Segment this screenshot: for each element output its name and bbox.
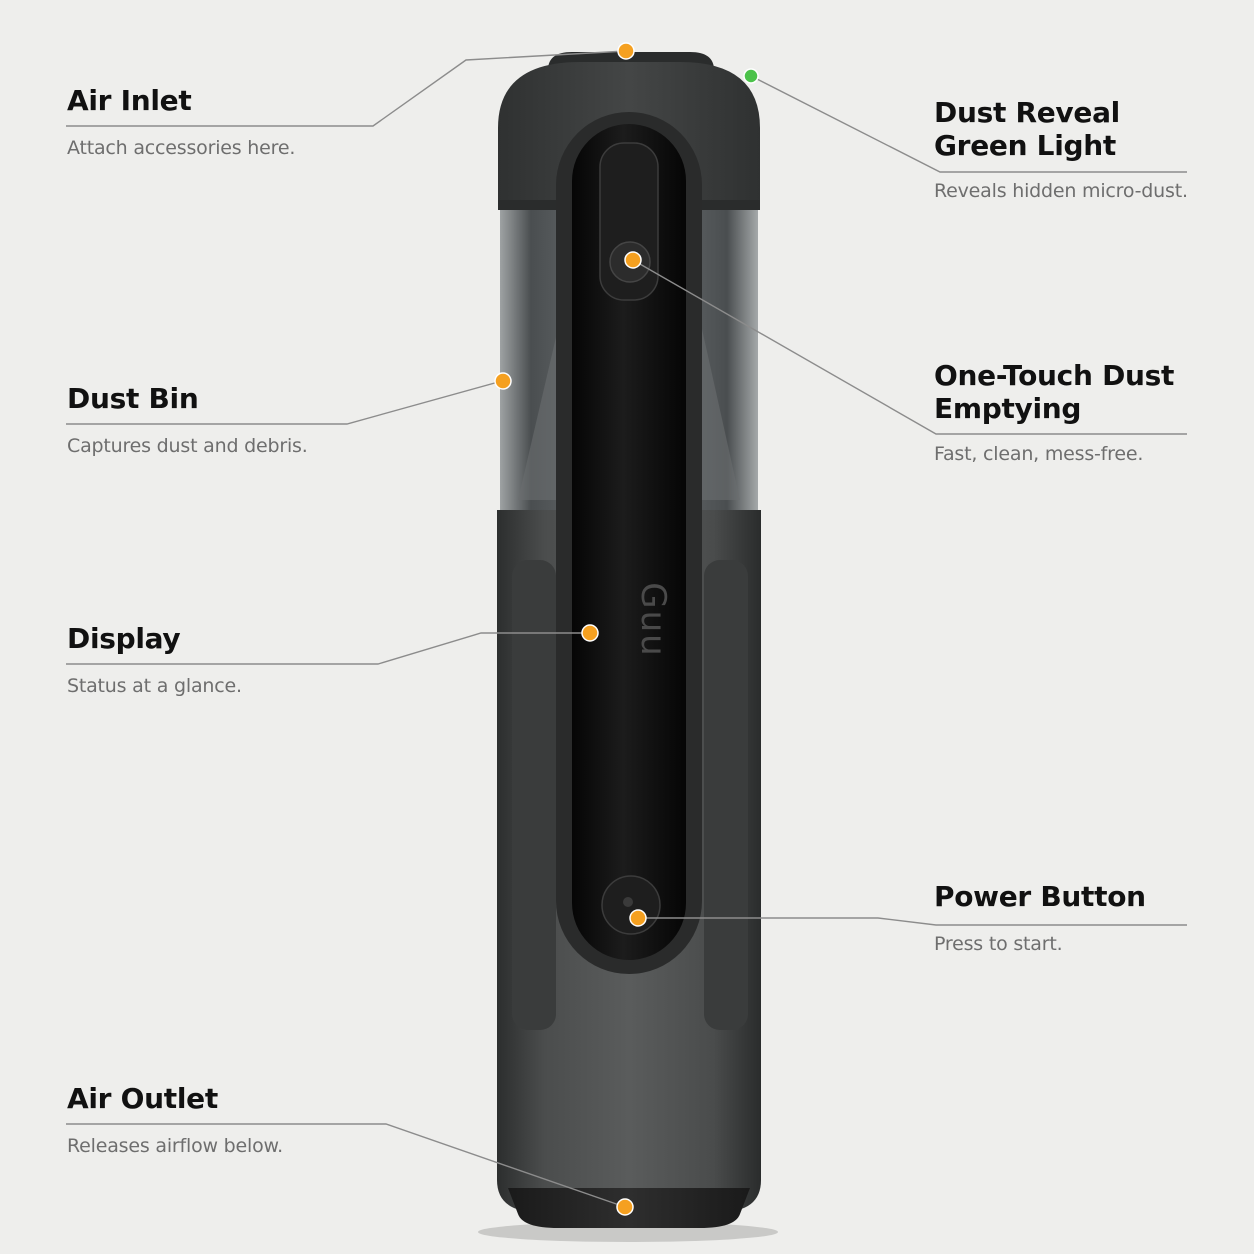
callout-title: Power Button [934,880,1146,913]
callout-air-outlet: Air Outlet Releases airflow below. [67,1082,283,1157]
callout-title: Dust Bin [67,382,199,415]
callout-description: Captures dust and debris. [67,435,308,457]
leader-lines [66,50,1187,1208]
dust-reveal-light-marker [743,68,759,84]
callout-one-touch-emptying: One-Touch Dust Emptying Fast, clean, mes… [934,359,1174,465]
body-grip-right [704,560,748,1030]
callout-title: Display [67,622,181,655]
leader-line-air-inlet [66,50,627,127]
callout-title: Air Inlet [67,84,192,117]
leader-line-power-button [638,917,1187,926]
callout-title: Air Outlet [67,1082,218,1115]
leader-line-one-touch-emptying [632,259,1187,435]
leader-line-air-outlet [66,1123,626,1208]
callout-description: Releases airflow below. [67,1135,283,1157]
callout-dust-reveal-light: Dust Reveal Green Light Reveals hidden m… [934,96,1188,202]
callout-air-inlet: Air Inlet Attach accessories here. [67,84,295,159]
display-marker [581,624,599,642]
air-outlet-marker [616,1198,634,1216]
callout-description: Press to start. [934,933,1063,955]
air-inlet-marker [617,42,635,60]
callout-title: One-Touch Dust Emptying [934,359,1175,425]
brand-logo: Guu [633,582,673,657]
body-grip-left [512,560,556,1030]
one-touch-emptying-marker [624,251,642,269]
front-display-panel [572,124,686,960]
callout-description: Status at a glance. [67,675,242,697]
leader-line-dust-reveal-light [750,75,1187,173]
callout-description: Fast, clean, mess-free. [934,443,1144,465]
callout-power-button: Power Button Press to start. [934,880,1146,955]
leader-line-display [66,632,590,665]
callout-description: Attach accessories here. [67,137,296,159]
dust-bin-marker [494,372,512,390]
callout-display: Display Status at a glance. [67,622,242,697]
callout-dust-bin: Dust Bin Captures dust and debris. [67,382,308,457]
power-button-marker [629,909,647,927]
leader-line-dust-bin [66,380,503,425]
power-button-center [623,897,633,907]
callout-title: Dust Reveal Green Light [934,96,1120,162]
callout-description: Reveals hidden micro-dust. [934,180,1188,202]
